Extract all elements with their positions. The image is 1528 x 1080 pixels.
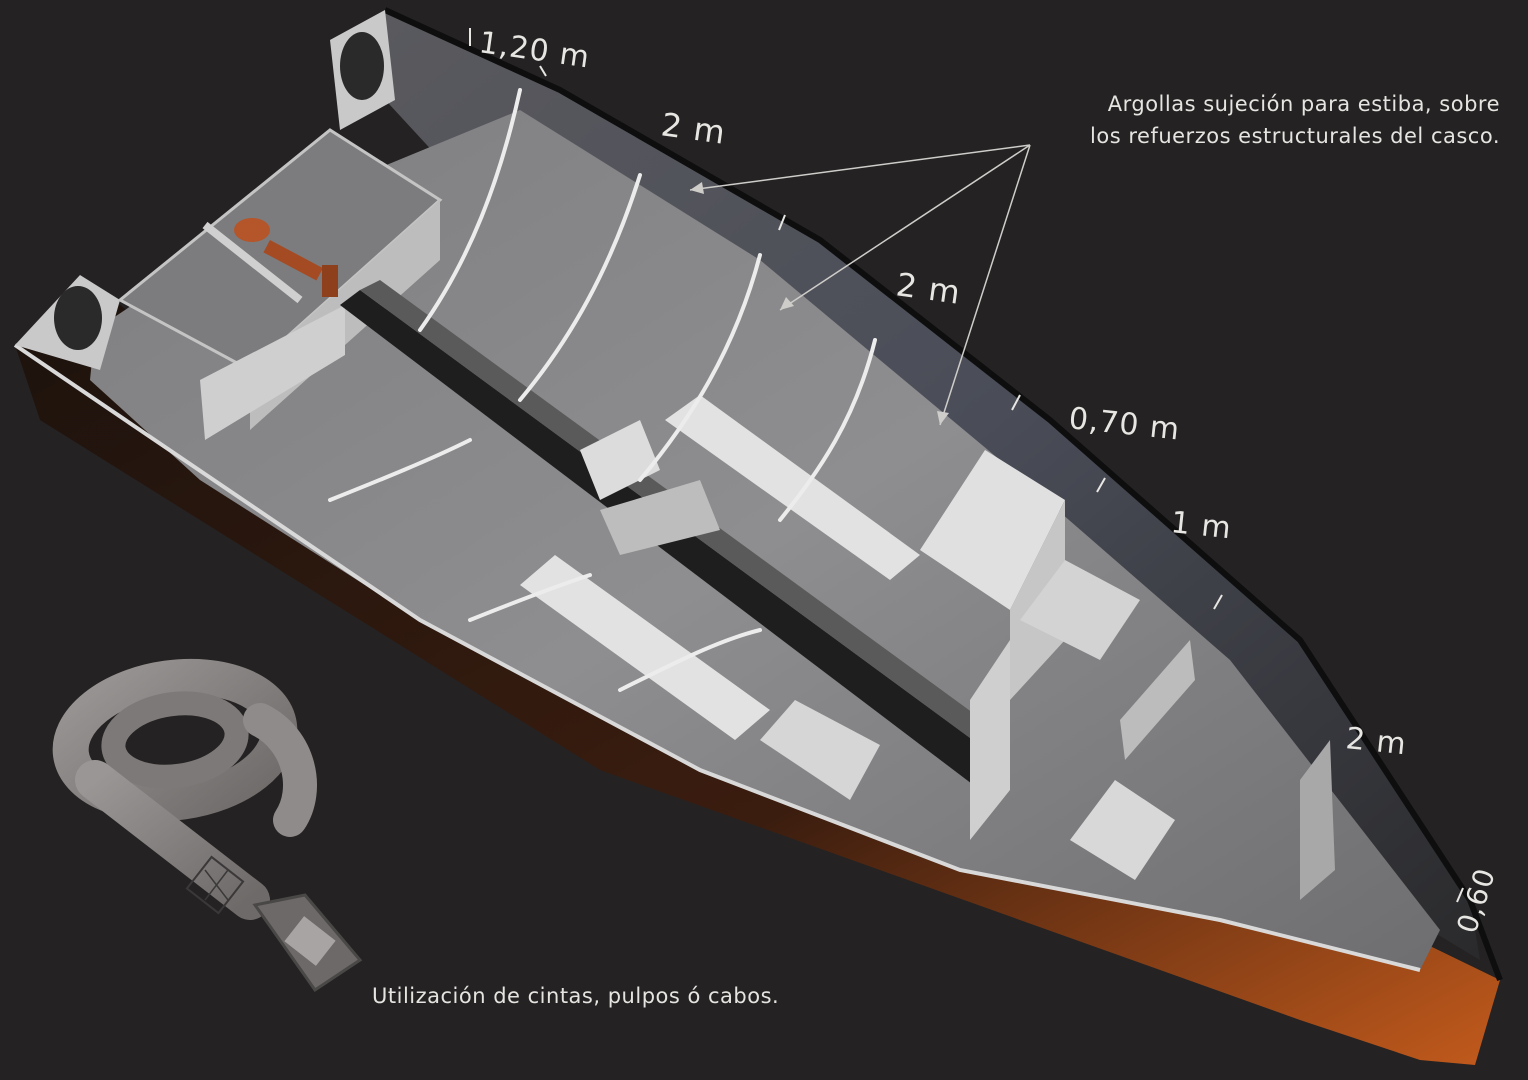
stern-port-block xyxy=(330,10,395,130)
stern-starboard-block xyxy=(15,275,120,370)
stowage-rings-caption-line2: los refuerzos estructurales del casco. xyxy=(1090,124,1500,148)
dimension-2-mid: 2 m xyxy=(894,265,963,312)
floor-grate-lower xyxy=(520,555,770,740)
ring-frames xyxy=(328,88,877,692)
ratchet-strap-illustration xyxy=(52,658,363,993)
dimension-1: 1 m xyxy=(1169,505,1233,546)
floor-grate-upper xyxy=(665,395,920,580)
gunwale-edge-near xyxy=(13,343,1421,972)
dimension-0-60: 0,60 xyxy=(1450,864,1502,937)
dimension-2-stern: 2 m xyxy=(659,105,728,152)
winch xyxy=(234,218,338,297)
stowage-rings-caption: Argollas sujeción para estiba, sobre los… xyxy=(1030,88,1500,152)
straps-caption: Utilización de cintas, pulpos ó cabos. xyxy=(372,984,780,1008)
bow-lockers xyxy=(760,450,1335,900)
gunwale-line xyxy=(383,7,1503,982)
leader-lines xyxy=(689,144,1031,426)
dimension-ticks xyxy=(469,28,1464,903)
stowage-rings-caption-line1: Argollas sujeción para estiba, sobre xyxy=(1107,92,1500,116)
floor-grate-bow xyxy=(1070,780,1175,880)
dimension-0-70: 0,70 m xyxy=(1067,401,1182,447)
leader-arrowheads xyxy=(690,182,949,425)
dimension-2-bow: 2 m xyxy=(1344,721,1408,762)
